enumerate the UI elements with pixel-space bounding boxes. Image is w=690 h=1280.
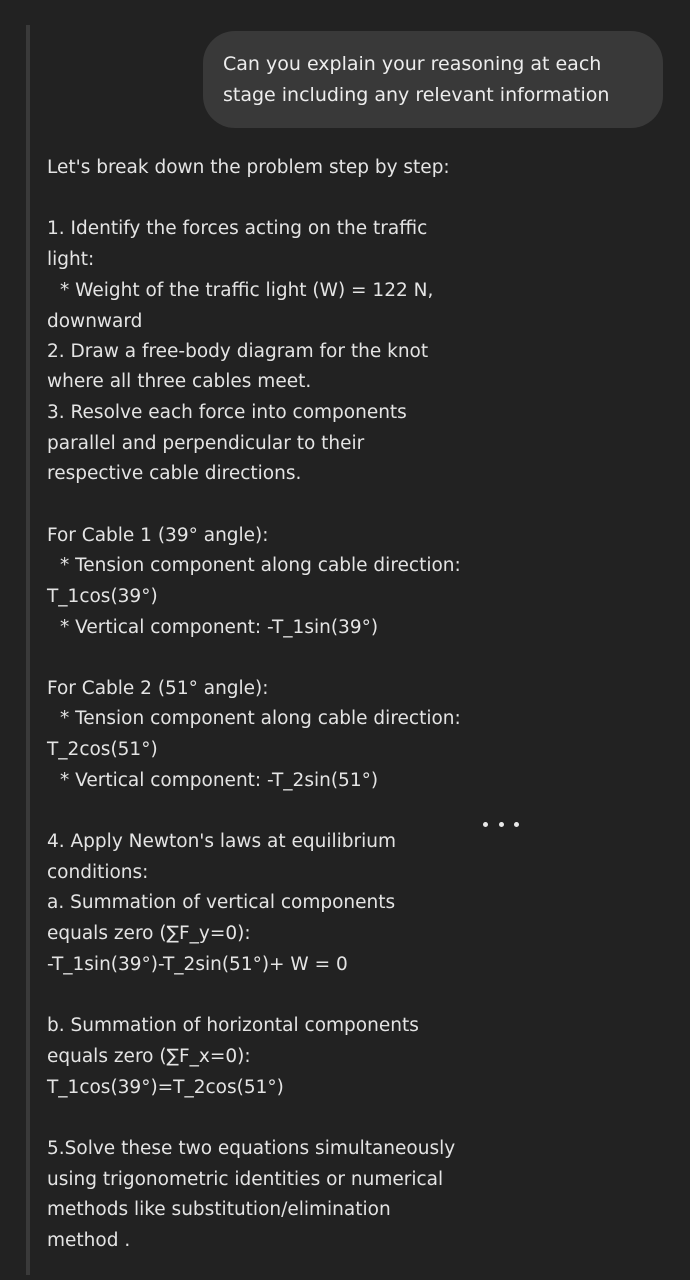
response-bullet: * Vertical component: -T_1sin(39°) [60, 617, 379, 638]
dot [483, 821, 488, 827]
response-formula: T_1cos(39°)=T_2cos(51°) [47, 1077, 284, 1098]
response-line: 4. Apply Newton's laws at equilibrium [47, 831, 396, 852]
response-line: methods like substitution/elimination [47, 1199, 391, 1220]
response-line: conditions: [47, 862, 149, 883]
response-line: b. Summation of horizontal components [47, 1015, 419, 1036]
response-line: 2. Draw a free-body diagram for the knot [47, 341, 429, 362]
response-line: method . [47, 1230, 131, 1251]
response-line: equals zero (∑F_y=0): [47, 923, 251, 944]
response-line: using trigonometric identities or numeri… [47, 1169, 444, 1190]
response-line: respective cable directions. [47, 463, 302, 484]
response-intro: Let's break down the problem step by ste… [47, 157, 450, 178]
response-bullet: * Tension component along cable directio… [60, 708, 461, 729]
response-line: a. Summation of vertical components [47, 892, 396, 913]
response-bullet: * Tension component along cable directio… [60, 555, 461, 576]
response-line: 1. Identify the forces acting on the tra… [47, 218, 428, 239]
response-formula: T_2cos(51°) [47, 739, 158, 760]
response-heading: For Cable 2 (51° angle): [47, 678, 269, 699]
user-message-line: stage including any relevant information [223, 84, 610, 106]
response-formula: T_1cos(39°) [47, 586, 158, 607]
response-line: 3. Resolve each force into components [47, 402, 407, 423]
user-message-bubble: Can you explain your reasoning at each s… [203, 31, 663, 128]
response-line: equals zero (∑F_x=0): [47, 1046, 251, 1067]
more-horizontal-icon[interactable] [483, 812, 519, 836]
response-line: downward [47, 311, 143, 332]
response-heading: For Cable 1 (39° angle): [47, 525, 269, 546]
response-line: where all three cables meet. [47, 371, 312, 392]
dot [514, 821, 519, 827]
response-bullet: * Vertical component: -T_2sin(51°) [60, 770, 379, 791]
response-line: light: [47, 249, 95, 270]
conversation-rail [26, 25, 30, 1275]
user-message-line: Can you explain your reasoning at each [223, 53, 602, 75]
response-formula: -T_1sin(39°)-T_2sin(51°)+ W = 0 [47, 954, 348, 975]
response-bullet: * Weight of the traffic light (W) = 122 … [60, 280, 434, 301]
response-line: parallel and perpendicular to their [47, 433, 365, 454]
response-line: 5.Solve these two equations simultaneous… [47, 1138, 456, 1159]
dot [498, 821, 504, 827]
